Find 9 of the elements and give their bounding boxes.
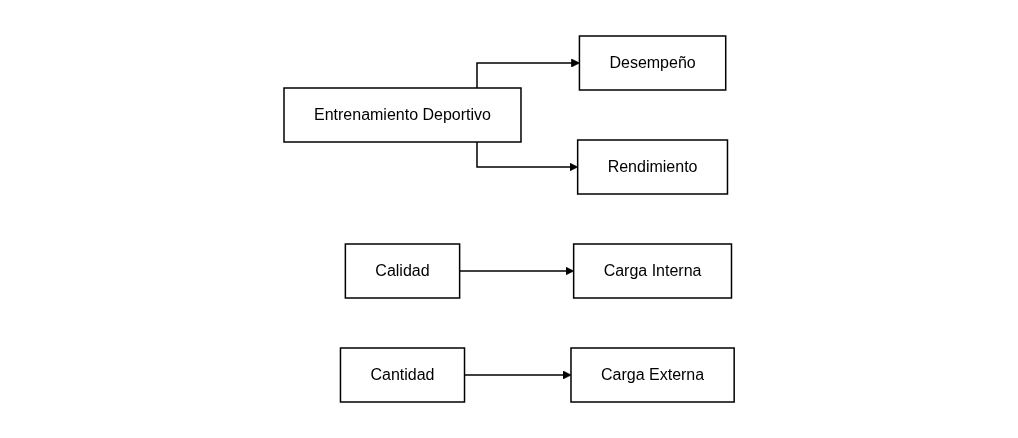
node-box: Cantidad — [339, 347, 466, 403]
node-box: Desempeño — [578, 35, 727, 91]
node-box: Calidad — [344, 243, 461, 299]
node-box: Carga Interna — [572, 243, 733, 299]
node-box: Entrenamiento Deportivo — [283, 87, 522, 143]
node-box: Carga Externa — [570, 347, 735, 403]
node-box: Rendimiento — [576, 139, 729, 195]
arrow — [476, 58, 580, 89]
arrow — [476, 141, 578, 172]
